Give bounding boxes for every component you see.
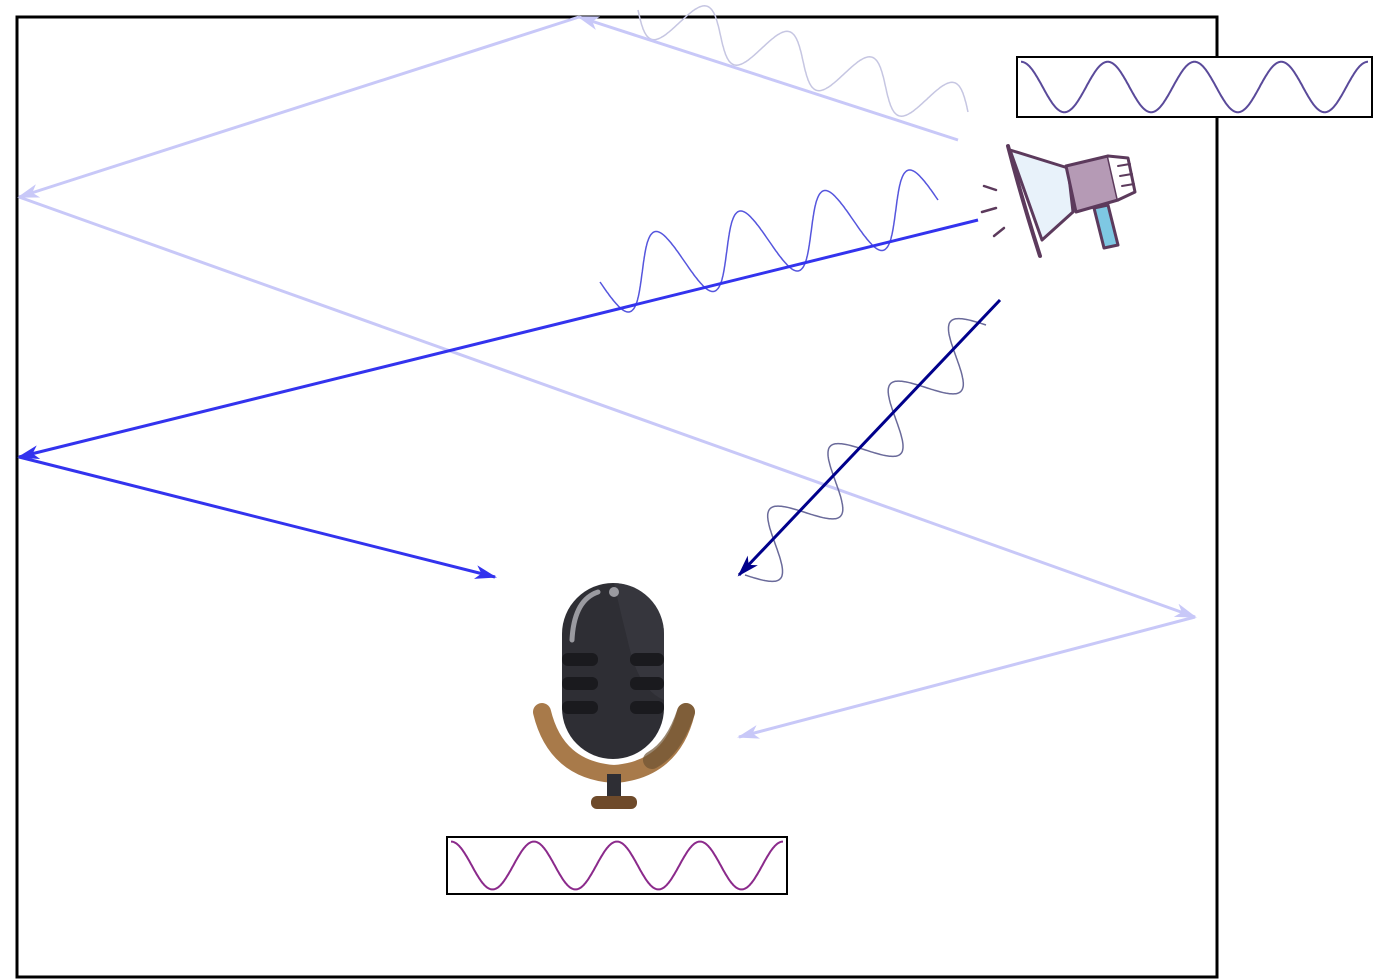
direct-wave	[744, 317, 987, 583]
first-order-wave	[599, 169, 939, 313]
source-waveform	[1016, 56, 1373, 118]
microphone-icon	[533, 583, 695, 809]
megaphone-icon	[980, 144, 1137, 258]
second-order-segment-2	[17, 15, 580, 199]
second-order-segment-4	[737, 615, 1196, 739]
received-waveform	[446, 836, 788, 895]
second-order-wave	[637, 5, 969, 117]
second-order-segment-1	[577, 15, 959, 142]
room-boundary	[15, 15, 1219, 979]
first-order-segment-1	[17, 218, 979, 459]
first-order-reflection	[17, 169, 979, 579]
first-order-segment-2	[18, 455, 497, 579]
direct-path	[737, 298, 1002, 583]
second-order-reflection	[17, 5, 1197, 739]
direct-segment	[737, 298, 1002, 577]
second-order-segment-3	[18, 195, 1197, 619]
